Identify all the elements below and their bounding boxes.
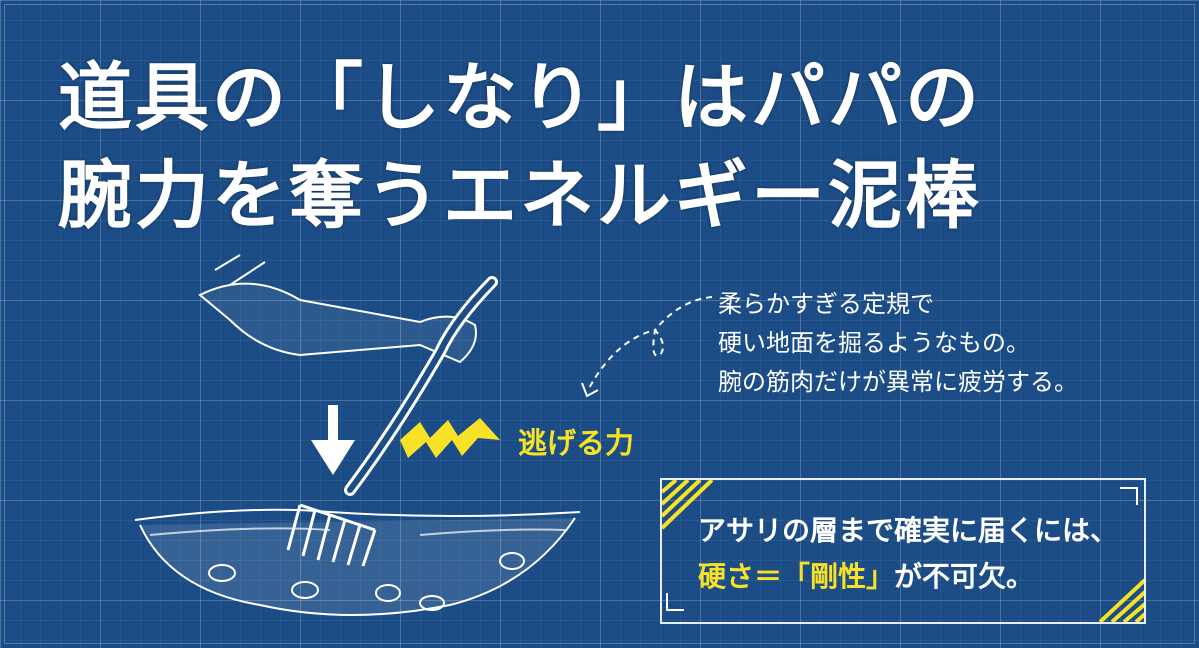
headline-line-2: 腕力を奪うエネルギー泥棒 xyxy=(58,153,982,239)
escaping-force-label: 逃げる力 xyxy=(518,426,635,460)
annotation-line: 腕の筋肉だけが異常に疲労する。 xyxy=(718,368,1078,396)
dashed-arrow-icon xyxy=(581,296,713,398)
conclusion-highlight: 硬さ＝「剛性」 xyxy=(698,560,895,593)
blueprint-frame xyxy=(4,4,1195,644)
clam-icon xyxy=(375,584,401,602)
clam-icon xyxy=(291,581,319,599)
conclusion-line-1: アサリの層まで確実に届くには、 xyxy=(698,514,1119,547)
clam-icon xyxy=(419,595,445,611)
annotation-line: 柔らかすぎる定規で xyxy=(718,290,934,318)
down-arrow-icon xyxy=(311,405,355,475)
hazard-stripes xyxy=(660,478,1147,624)
headline-line-1: 道具の「しなり」はパパの xyxy=(58,55,982,141)
conclusion-box: アサリの層まで確実に届くには、 硬さ＝「剛性」が不可欠。 xyxy=(660,478,1146,624)
clam-icon xyxy=(208,564,236,582)
clam-icon xyxy=(499,552,525,570)
lightning-icon xyxy=(400,418,500,458)
ground-cross-section xyxy=(134,508,581,616)
annotation-line: 硬い地面を掘るようなもの。 xyxy=(718,329,1030,357)
annotation-text: 柔らかすぎる定規で 硬い地面を掘るようなもの。 腕の筋肉だけが異常に疲労する。 xyxy=(718,285,1078,402)
arm-icon xyxy=(198,254,477,364)
corner-marks xyxy=(666,487,1138,611)
conclusion-line-2: が不可欠。 xyxy=(894,560,1035,593)
rake-icon xyxy=(286,276,498,567)
